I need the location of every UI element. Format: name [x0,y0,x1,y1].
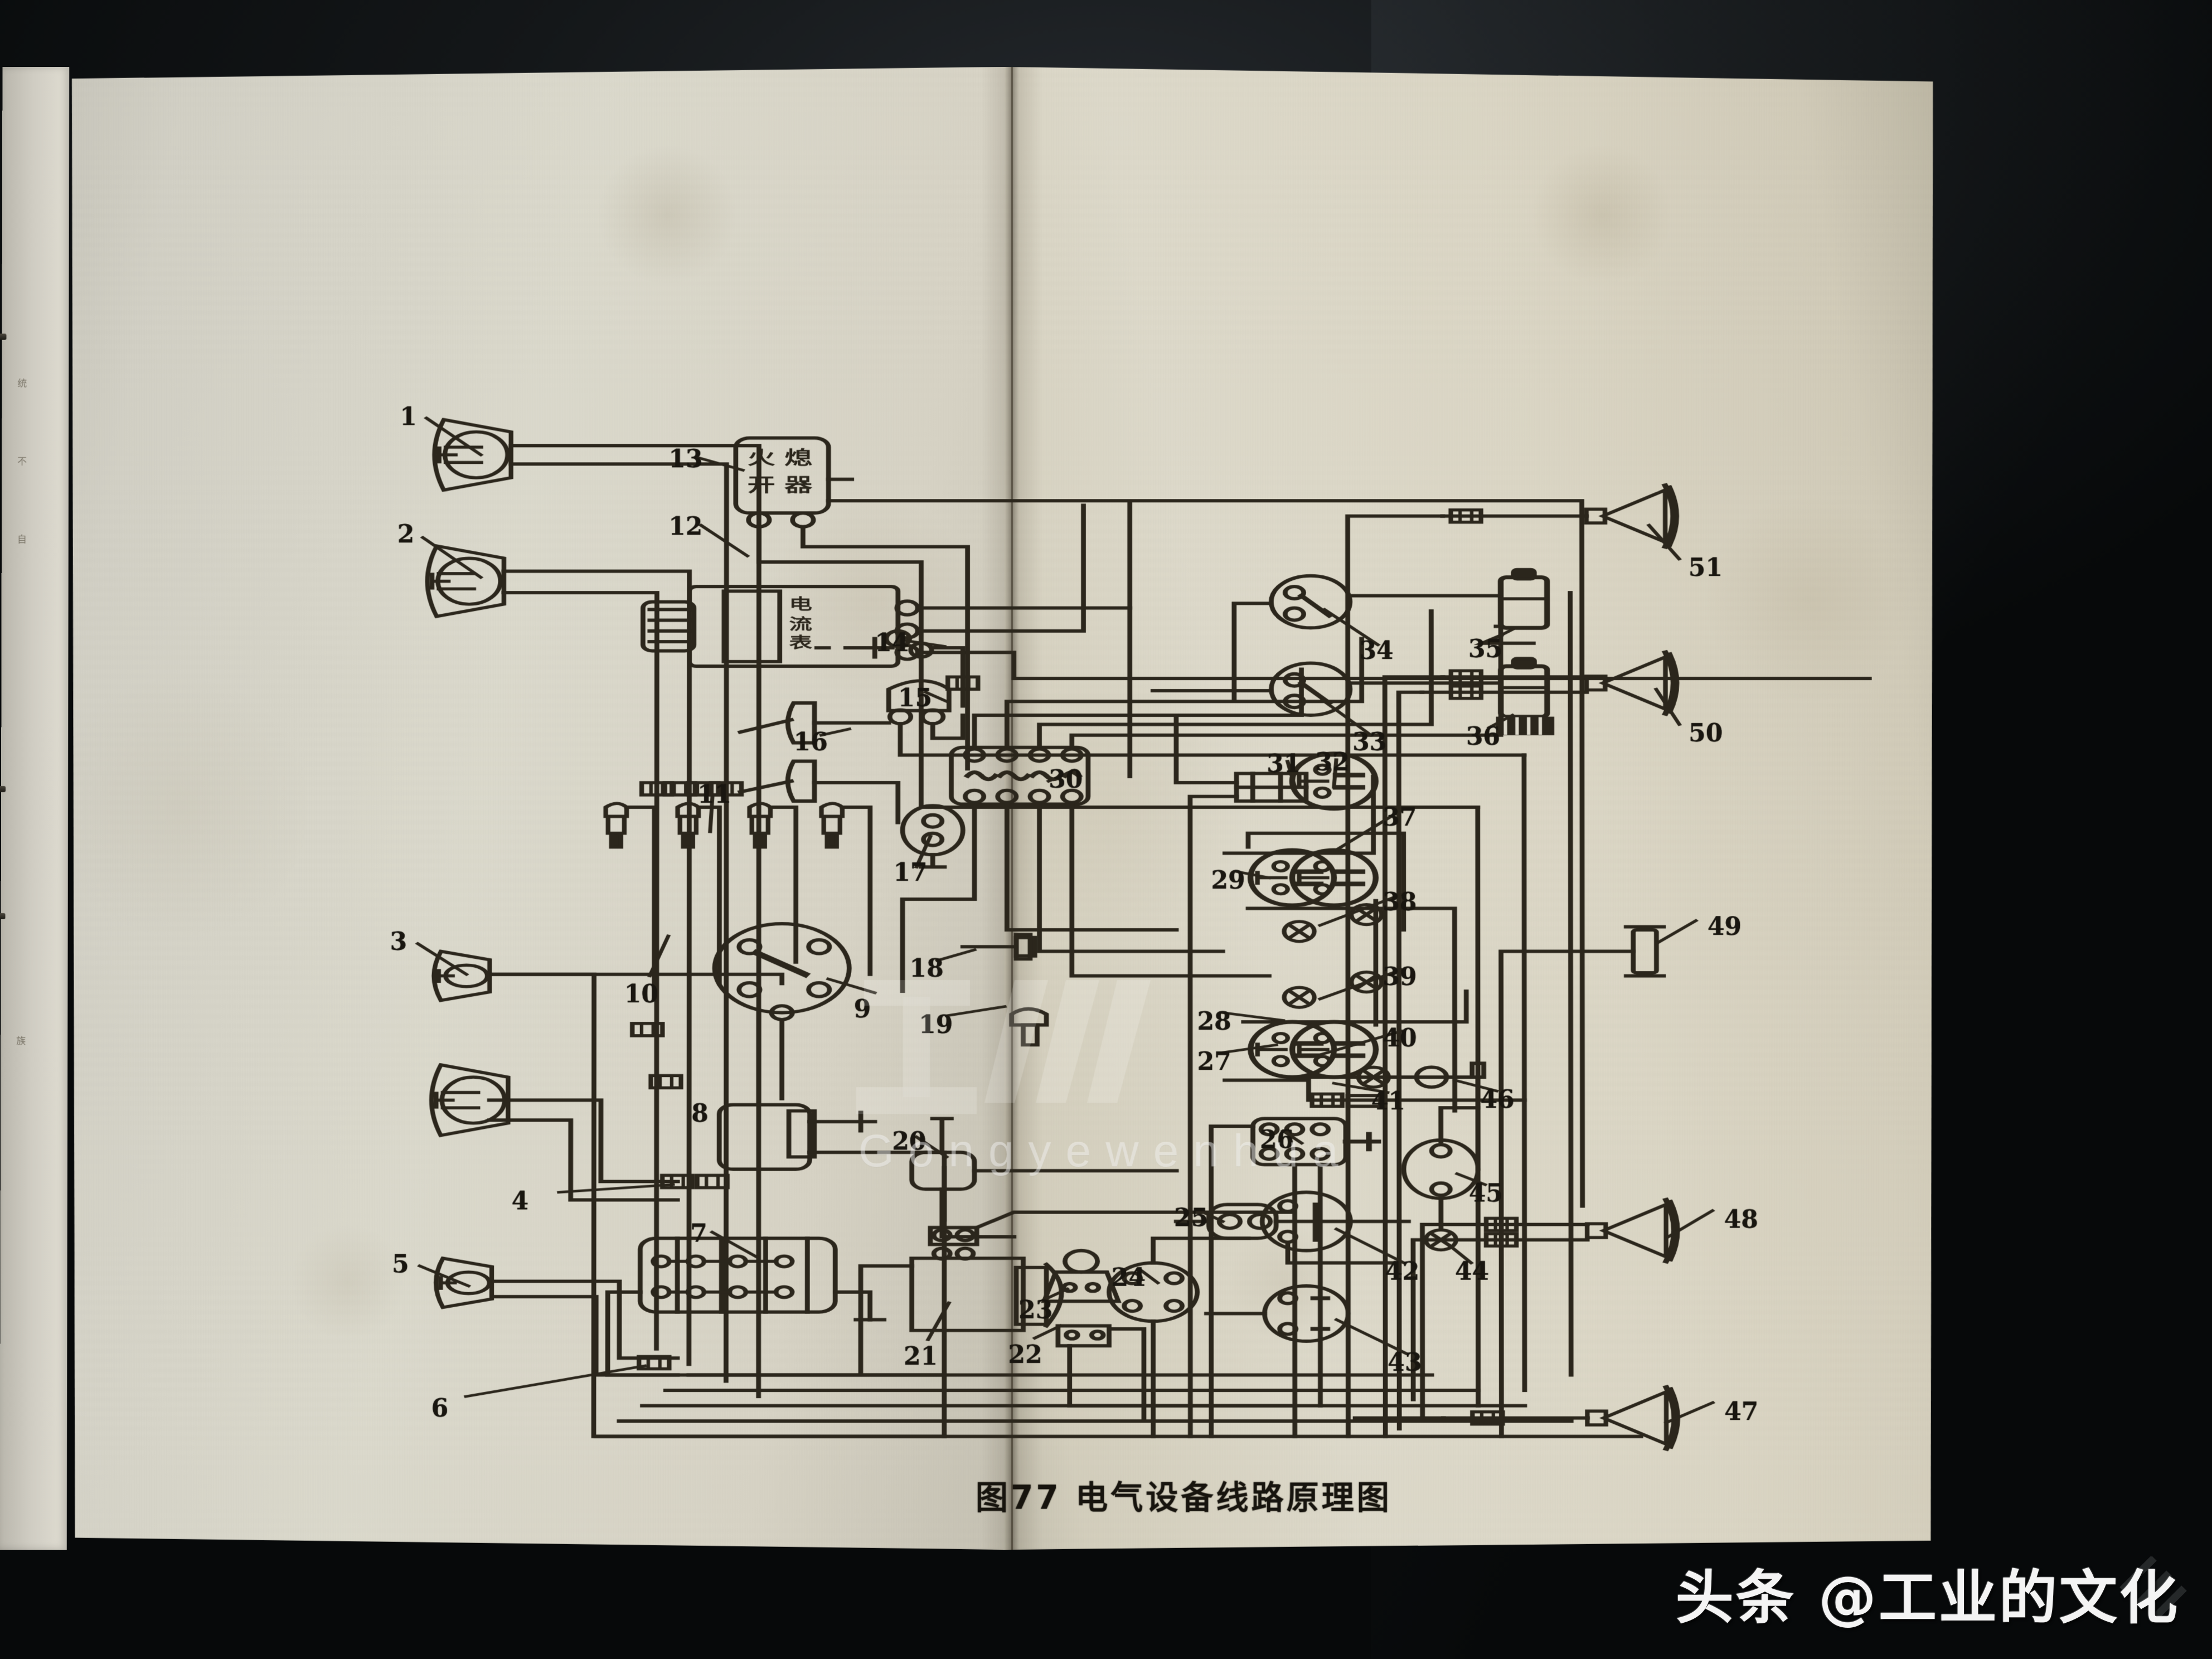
callout-number-6: 6 [431,1394,449,1423]
callout-number-26: 26 [1260,1126,1294,1154]
callout-number-27: 27 [1197,1047,1231,1076]
callout-number-25: 25 [1174,1204,1209,1233]
callout-number-19: 19 [919,1010,953,1039]
callout-number-11: 11 [697,780,732,809]
callout-number-5: 5 [391,1250,409,1279]
callout-number-8: 8 [691,1099,709,1128]
svg-text:开: 开 [748,474,775,496]
toutiao-brand-text: 头条 @工业的文化 [1675,1564,2180,1632]
svg-text:器: 器 [784,474,813,496]
callout-number-9: 9 [853,995,871,1024]
callout-number-23: 23 [1018,1296,1053,1325]
callout-number-22: 22 [1008,1340,1042,1369]
facing-page-scrap-1: 不 [16,456,27,467]
facing-page-scrap-2: 自 [15,534,26,545]
callout-number-1: 1 [400,402,417,431]
callout-number-48: 48 [1724,1205,1759,1234]
callout-number-28: 28 [1197,1007,1231,1036]
callout-number-30: 30 [1049,765,1083,794]
brand-corner-mark [2119,1556,2187,1623]
svg-text:表: 表 [789,634,812,652]
callout-number-36: 36 [1466,722,1501,751]
callout-number-46: 46 [1480,1085,1515,1114]
book-fore-edge [0,66,70,1550]
svg-text:火: 火 [748,447,776,468]
callout-number-10: 10 [624,979,658,1008]
callout-number-21: 21 [904,1342,938,1371]
figure-caption: 图77 电气设备线路原理图 [975,1478,1392,1517]
open-book: 统 不 自 族 [0,66,1941,1550]
callout-number-32: 32 [1315,748,1350,777]
staple-top [0,333,7,340]
callout-number-37: 37 [1382,803,1417,832]
callout-number-15: 15 [898,683,933,712]
callout-number-38: 38 [1382,887,1417,916]
callout-number-33: 33 [1352,728,1387,757]
callout-number-3: 3 [390,928,408,957]
callout-number-42: 42 [1385,1257,1420,1286]
callout-number-4: 4 [511,1187,529,1216]
callout-number-43: 43 [1388,1348,1422,1377]
callout-number-7: 7 [690,1219,707,1248]
callout-number-50: 50 [1689,719,1723,748]
callout-number-14: 14 [875,628,909,657]
callout-number-40: 40 [1382,1024,1417,1053]
callout-number-51: 51 [1688,554,1723,583]
callout-number-35: 35 [1468,634,1503,663]
callout-number-45: 45 [1468,1179,1503,1208]
callout-number-24: 24 [1111,1263,1146,1292]
wiring-diagram-svg: 火熄 开器 电流表 [132,416,1873,1482]
callout-number-17: 17 [893,858,928,887]
callout-number-12: 12 [668,512,703,541]
callout-number-47: 47 [1724,1397,1759,1426]
svg-text:流: 流 [789,615,812,633]
callout-number-20: 20 [892,1127,926,1156]
callout-number-31: 31 [1267,750,1301,779]
callout-number-39: 39 [1382,963,1417,992]
staple-middle [0,786,6,793]
svg-text:电: 电 [789,595,812,613]
callout-number-29: 29 [1211,866,1245,895]
staple-bottom [0,913,6,920]
callout-number-13: 13 [668,445,703,474]
callout-number-18: 18 [909,954,944,983]
facing-page-scrap-3: 族 [14,1036,26,1046]
facing-page-scrap-0: 统 [16,378,27,389]
callout-number-16: 16 [793,728,828,757]
callout-number-44: 44 [1454,1257,1490,1286]
svg-text:熄: 熄 [784,447,812,468]
callout-number-34: 34 [1359,636,1394,665]
callout-number-2: 2 [397,520,415,549]
callout-number-49: 49 [1707,912,1742,941]
callout-number-41: 41 [1371,1087,1406,1116]
